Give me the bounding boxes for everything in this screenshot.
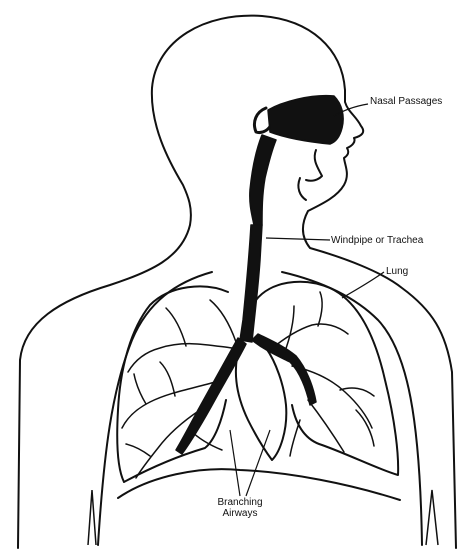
label-nasal-passages: Nasal Passages	[370, 96, 442, 107]
branch-4	[210, 300, 236, 342]
branch-1	[128, 344, 232, 372]
branch-6	[160, 362, 175, 396]
label-branching-line1: Branching	[205, 497, 275, 508]
branch-15	[290, 420, 300, 456]
right-shoulder-mark	[426, 490, 438, 545]
leader-trachea	[266, 238, 330, 240]
branch-16	[134, 374, 146, 404]
bronchus-left	[176, 338, 246, 454]
branch-12	[318, 292, 322, 326]
nasal-cavity	[268, 96, 343, 144]
branch-5	[166, 308, 186, 346]
leader-branching-1	[230, 430, 240, 496]
label-branching-line2: Airways	[205, 508, 275, 519]
heart-outline	[236, 345, 286, 460]
jaw-line	[298, 178, 306, 200]
cheek-line	[306, 150, 322, 181]
label-windpipe: Windpipe or Trachea	[331, 235, 423, 246]
diaphragm	[118, 469, 400, 500]
pharynx	[250, 135, 276, 225]
left-shoulder-mark	[88, 490, 96, 545]
label-branching-airways: Branching Airways	[205, 497, 275, 519]
branch-10	[308, 400, 344, 452]
branch-17	[126, 444, 150, 456]
label-lung: Lung	[386, 266, 408, 277]
trachea	[240, 225, 262, 342]
branch-3	[136, 410, 200, 478]
leader-lung	[342, 272, 384, 298]
branch-11	[284, 306, 294, 354]
